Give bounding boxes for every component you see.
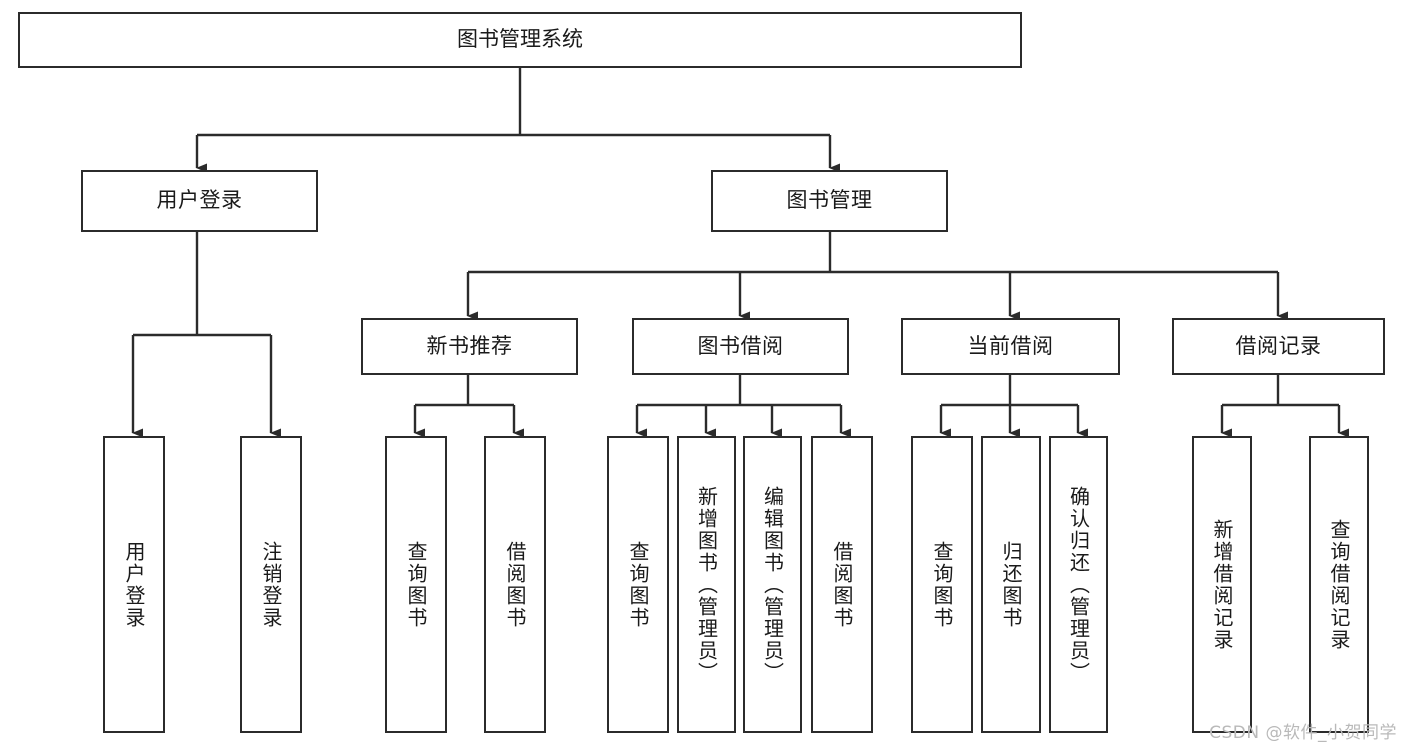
leaf-confirm-return-admin[interactable]: 确认归还（管理员） <box>1049 436 1108 733</box>
watermark: CSDN @软件_小贺同学 <box>1209 723 1397 743</box>
node-label: 查询图书 <box>404 540 428 629</box>
leaf-borrow-book[interactable]: 借阅图书 <box>811 436 873 733</box>
node-label: 图书借阅 <box>697 333 784 358</box>
node-book-borrow[interactable]: 图书借阅 <box>632 318 849 375</box>
node-label: 注销登录 <box>259 540 283 629</box>
node-label: 确认归还（管理员） <box>1066 485 1091 684</box>
node-current-borrow[interactable]: 当前借阅 <box>901 318 1120 375</box>
node-label: 查询借阅记录 <box>1327 518 1351 651</box>
node-label: 编辑图书（管理员） <box>760 485 785 684</box>
node-label: 图书管理系统 <box>457 27 583 52</box>
leaf-borrow-book-recommend[interactable]: 借阅图书 <box>484 436 546 733</box>
node-label: 用户登录 <box>156 188 243 213</box>
node-new-book-recommend[interactable]: 新书推荐 <box>361 318 578 375</box>
leaf-query-book-current[interactable]: 查询图书 <box>911 436 973 733</box>
node-label: 查询图书 <box>626 540 650 629</box>
leaf-query-book-recommend[interactable]: 查询图书 <box>385 436 447 733</box>
node-label: 新增借阅记录 <box>1210 518 1234 651</box>
node-label: 借阅图书 <box>503 540 527 629</box>
node-label: 借阅图书 <box>830 540 854 629</box>
node-borrow-record[interactable]: 借阅记录 <box>1172 318 1385 375</box>
node-root-system[interactable]: 图书管理系统 <box>18 12 1022 68</box>
node-label: 当前借阅 <box>967 333 1054 358</box>
node-label: 图书管理 <box>786 188 873 213</box>
leaf-edit-book-admin[interactable]: 编辑图书（管理员） <box>743 436 802 733</box>
node-label: 新增图书（管理员） <box>694 485 719 684</box>
leaf-query-book-borrow[interactable]: 查询图书 <box>607 436 669 733</box>
leaf-return-book[interactable]: 归还图书 <box>981 436 1041 733</box>
node-label: 用户登录 <box>122 540 146 629</box>
node-user-login[interactable]: 用户登录 <box>81 170 318 232</box>
leaf-add-borrow-record[interactable]: 新增借阅记录 <box>1192 436 1252 733</box>
leaf-logout[interactable]: 注销登录 <box>240 436 302 733</box>
leaf-query-borrow-record[interactable]: 查询借阅记录 <box>1309 436 1369 733</box>
node-book-management[interactable]: 图书管理 <box>711 170 948 232</box>
node-label: 借阅记录 <box>1235 333 1322 358</box>
node-label: 查询图书 <box>930 540 954 629</box>
leaf-user-login[interactable]: 用户登录 <box>103 436 165 733</box>
node-label: 归还图书 <box>999 540 1023 629</box>
leaf-add-book-admin[interactable]: 新增图书（管理员） <box>677 436 736 733</box>
node-label: 新书推荐 <box>426 333 513 358</box>
